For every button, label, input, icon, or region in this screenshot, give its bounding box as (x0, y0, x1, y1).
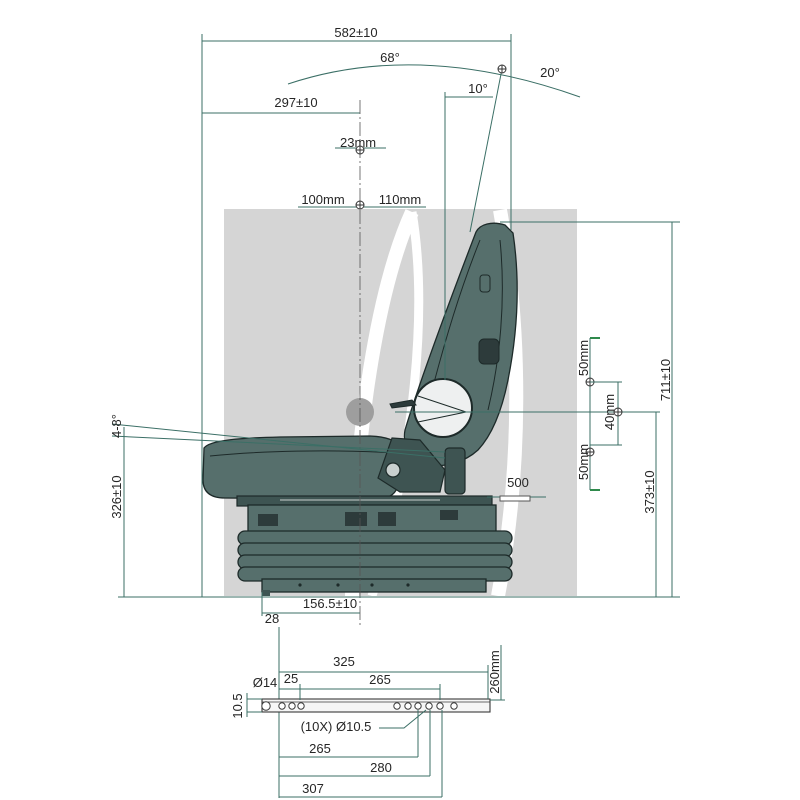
suspension-detail-1 (258, 514, 278, 526)
label-fore-aft-rear: 110mm (379, 192, 421, 207)
recline-angle-line-lower (417, 411, 467, 423)
backrest-seam-front (429, 239, 481, 399)
base-foot (262, 590, 270, 596)
hinge-pivot (385, 462, 401, 478)
base-plate-hole (425, 702, 433, 710)
label-hole-spacing-small: 25 (284, 671, 298, 686)
base-plate-hole (436, 702, 444, 710)
backrest-seam-rear (487, 239, 503, 411)
label-seat-depth: 297±10 (274, 95, 317, 110)
leader-hole-pattern (379, 709, 427, 729)
cushion-tilt-line-upper (111, 423, 446, 459)
cushion-seam (209, 450, 397, 457)
base-plate-hole (278, 702, 286, 710)
fore-aft-travel-marker (355, 200, 365, 210)
recline-pivot-marker (497, 64, 507, 74)
label-fore-aft-center: 23mm (340, 135, 376, 150)
backrest-angle-line (469, 68, 503, 233)
cushion-tilt-line-lower (111, 435, 446, 453)
suspension-detail-2 (345, 512, 367, 526)
label-overall-length: 325 (333, 654, 355, 669)
label-height-adjust-bottom: 50mm (576, 444, 591, 480)
label-dim-265: 265 (309, 741, 331, 756)
label-seat-height: 326±10 (109, 475, 124, 518)
label-hole-spacing-top: 265 (369, 672, 391, 687)
base-plate-view: 325 Ø14 25 265 260mm 10.5 (10X) Ø10.5 26… (230, 645, 505, 798)
base-plate-hole (404, 702, 412, 710)
side-view-dimensions: 582±10 68° 20° 297±10 10° 23mm 100mm 110… (109, 25, 680, 798)
base-plate-hole (297, 702, 305, 710)
label-hole-diameter-large: Ø14 (253, 675, 278, 690)
base-plate-hole (393, 702, 401, 710)
backrest-slot (479, 274, 491, 293)
label-plate-thickness: 10.5 (230, 693, 245, 718)
label-back-forward-angle: 20° (540, 65, 560, 80)
label-pivot-height: 373±10 (642, 470, 657, 513)
suspension-detail-4 (440, 510, 458, 520)
recline-mechanism (413, 378, 473, 438)
height-adjust-lower-marker (585, 447, 595, 457)
label-hole-pattern: (10X) Ø10.5 (301, 719, 372, 734)
base-bolt-1 (298, 583, 302, 587)
label-plate-width: 260mm (487, 650, 502, 693)
lumbar-knob (478, 338, 500, 365)
height-adjust-mid-marker (613, 407, 623, 417)
label-base-edge: 28 (265, 611, 279, 626)
base-bolt-4 (406, 583, 410, 587)
label-height-adjust-top: 50mm (576, 340, 591, 376)
base-plate-hole-large (261, 701, 271, 711)
label-overall-width: 582±10 (334, 25, 377, 40)
recline-angle-line-upper (417, 395, 467, 413)
label-overall-height: 711±10 (658, 359, 673, 401)
label-back-recline-range: 68° (380, 50, 400, 65)
seat-side-view (202, 222, 518, 596)
suspension-housing (247, 504, 497, 534)
label-cushion-tilt: 4-8° (109, 414, 124, 438)
label-back-angle: 10° (468, 81, 488, 96)
base-plate-hole (450, 702, 458, 710)
label-base-offset: 156.5±10 (303, 596, 357, 611)
base-frame (261, 578, 487, 593)
label-dim-280: 280 (370, 760, 392, 775)
fore-aft-center-marker (355, 145, 365, 155)
base-plate-hole (414, 702, 422, 710)
base-bolt-2 (336, 583, 340, 587)
recline-lever (389, 399, 417, 409)
label-dim-307: 307 (302, 781, 324, 796)
lever-handle (499, 495, 531, 502)
base-plate-hole (288, 702, 296, 710)
base-bolt-3 (370, 583, 374, 587)
label-fore-aft-front: 100mm (301, 192, 344, 207)
arc-back-recline (287, 64, 581, 98)
label-lever-dimension: 500 (507, 475, 529, 490)
suspension-detail-3 (378, 512, 396, 526)
recline-housing (444, 447, 466, 495)
label-height-adjust-mid: 40mm (602, 394, 617, 430)
